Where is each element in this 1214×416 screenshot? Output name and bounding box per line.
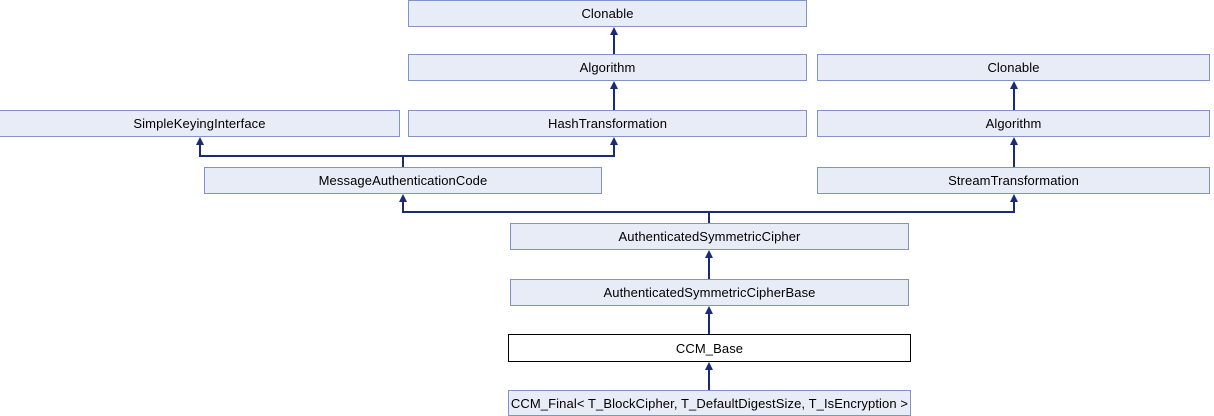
class-node-ccm-base[interactable]: CCM_Base <box>508 334 911 362</box>
edge-riser-streamtransformation <box>1013 202 1015 212</box>
edge-algorithm-to-clonable-left <box>613 35 615 54</box>
class-node-authenticatedsymmetriccipher[interactable]: AuthenticatedSymmetricCipher <box>510 223 909 250</box>
edge-arrowhead <box>610 27 618 35</box>
edge-riser-hashtransformation <box>613 145 615 156</box>
class-node-authenticatedsymmetriccipherbase[interactable]: AuthenticatedSymmetricCipherBase <box>510 279 909 306</box>
class-node-label: Algorithm <box>985 116 1042 131</box>
edge-arrowhead <box>705 362 713 370</box>
class-node-clonable-right[interactable]: Clonable <box>817 54 1210 81</box>
class-node-label: MessageAuthenticationCode <box>318 173 488 188</box>
class-node-label: Algorithm <box>579 60 636 75</box>
edge-arrowhead <box>1010 137 1018 145</box>
class-node-label: StreamTransformation <box>948 173 1079 188</box>
class-node-label: Clonable <box>987 60 1040 75</box>
class-node-ccm-final[interactable]: CCM_Final< T_BlockCipher, T_DefaultDiges… <box>508 390 911 416</box>
edge-arrowhead <box>705 250 713 258</box>
class-node-label: SimpleKeyingInterface <box>133 116 266 131</box>
class-node-simplekeyinginterface[interactable]: SimpleKeyingInterface <box>0 110 400 137</box>
edge-arrowhead <box>705 306 713 314</box>
edge-ascbase-to-asc <box>708 258 710 279</box>
edge-arrowhead <box>610 81 618 89</box>
edge-arrowhead <box>399 194 407 202</box>
class-node-label: Clonable <box>581 6 634 21</box>
edge-arrowhead <box>610 137 618 145</box>
edge-bus-messageauthenticationcode <box>199 155 615 157</box>
class-node-label: HashTransformation <box>547 116 668 131</box>
edge-ccmfinal-to-ccmbase <box>708 370 710 390</box>
edge-drop-authenticatedsymmetriccipher <box>708 211 710 223</box>
class-node-label: AuthenticatedSymmetricCipherBase <box>603 285 816 300</box>
class-node-label: AuthenticatedSymmetricCipher <box>618 229 801 244</box>
class-node-hashtransformation[interactable]: HashTransformation <box>408 110 807 137</box>
class-node-streamtransformation[interactable]: StreamTransformation <box>817 167 1210 194</box>
edge-streamtransformation-to-algorithm-right <box>1013 145 1015 167</box>
class-node-label: CCM_Final< T_BlockCipher, T_DefaultDiges… <box>510 395 909 411</box>
edge-riser-messageauthenticationcode <box>402 202 404 212</box>
edge-arrowhead <box>1010 194 1018 202</box>
edge-drop-messageauthenticationcode <box>402 155 404 167</box>
class-node-messageauthenticationcode[interactable]: MessageAuthenticationCode <box>204 167 602 194</box>
edge-algorithm-right-to-clonable-right <box>1013 89 1015 110</box>
class-node-label: CCM_Base <box>675 340 744 356</box>
edge-hashtransformation-to-algorithm <box>613 89 615 110</box>
edge-riser-simplekeyinginterface <box>199 145 201 156</box>
edge-ccmbase-to-ascbase <box>708 314 710 334</box>
edge-arrowhead <box>1010 81 1018 89</box>
class-node-clonable-left[interactable]: Clonable <box>408 0 807 27</box>
class-node-algorithm-left[interactable]: Algorithm <box>408 54 807 81</box>
class-node-algorithm-right[interactable]: Algorithm <box>817 110 1210 137</box>
edge-arrowhead <box>196 137 204 145</box>
